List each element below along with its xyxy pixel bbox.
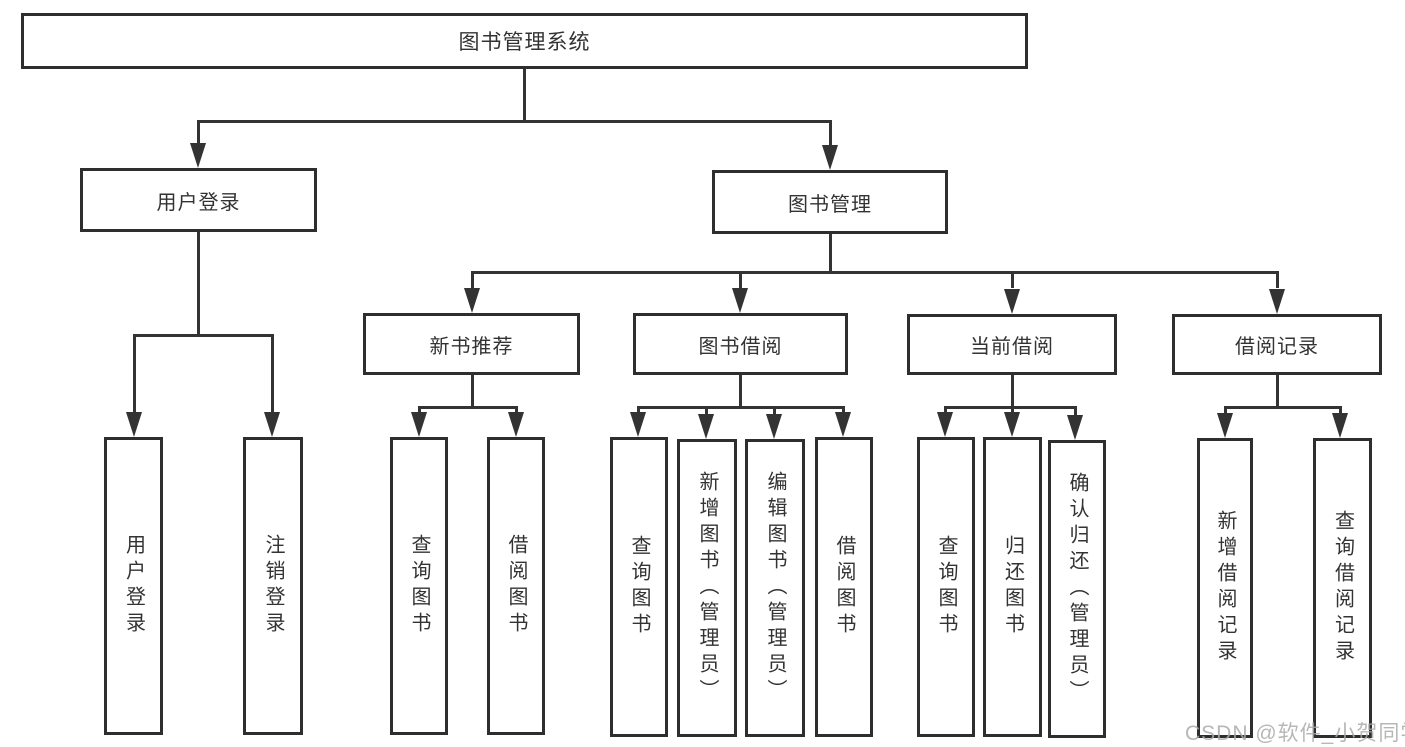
node-book-mgmt: 图书管理 — [712, 170, 948, 234]
node-label: 新增图书（管理员） — [696, 471, 718, 705]
node-leaf-query-record: 查询借阅记录 — [1313, 438, 1372, 738]
node-label: 查询借阅记录 — [1331, 510, 1354, 666]
connector-bookmgmt-stem — [829, 234, 832, 274]
node-label: 注销登录 — [262, 534, 284, 638]
node-leaf-query-book-2: 查询图书 — [610, 437, 668, 737]
arrow-leaf-logout — [264, 412, 280, 437]
connector-drop-book-mgmt — [829, 120, 832, 156]
node-leaf-query-book-3: 查询图书 — [917, 437, 975, 737]
csdn-watermark: CSDN @软件_小贺同学 — [1185, 722, 1405, 745]
node-label: 用户登录 — [156, 191, 241, 214]
node-label: 借阅图书 — [505, 534, 527, 638]
node-leaf-borrow-book-2: 借阅图书 — [815, 437, 873, 737]
connector-drop-editbook — [773, 406, 776, 418]
connector-root-bar — [197, 120, 831, 123]
arrow-leaf-userlogin — [126, 412, 142, 437]
connector-newbookrec-bar — [418, 406, 518, 409]
connector-bookborrow-stem — [739, 375, 742, 408]
node-label: 新书推荐 — [429, 335, 514, 358]
arrow-addbook — [698, 414, 714, 439]
arrow-newbookrec — [464, 288, 480, 313]
node-leaf-add-book: 新增图书（管理员） — [677, 439, 737, 737]
node-leaf-return-book: 归还图书 — [983, 437, 1042, 737]
node-label: 归还图书 — [1001, 535, 1024, 639]
connector-currentborrow-bar — [944, 406, 1077, 409]
node-label: 图书管理 — [788, 193, 872, 216]
connector-newbookrec-stem — [471, 375, 474, 408]
node-new-book-rec: 新书推荐 — [363, 313, 580, 375]
connector-bookmgmt-bar — [471, 271, 1279, 274]
connector-drop-leaf-userlogin — [133, 334, 136, 412]
arrow-borrowbook2 — [835, 412, 851, 437]
arrow-bookborrow — [732, 288, 748, 313]
connector-drop-user-login — [197, 120, 200, 156]
node-leaf-query-book-1: 查询图书 — [390, 437, 448, 735]
node-label: 当前借阅 — [970, 336, 1054, 358]
connector-currentborrow-stem — [1011, 375, 1014, 408]
connector-drop-confirmreturn — [1074, 406, 1077, 418]
node-label: 图书借阅 — [698, 335, 783, 358]
arrow-borrowrecords — [1269, 289, 1285, 314]
node-label: 查询图书 — [628, 535, 650, 639]
connector-userlogin-stem — [197, 232, 200, 336]
node-label: 查询图书 — [408, 534, 430, 638]
node-leaf-borrow-book-1: 借阅图书 — [487, 437, 545, 735]
arrow-currentborrow — [1004, 289, 1020, 314]
arrow-returnbook — [1004, 412, 1020, 437]
connector-root-stem — [523, 69, 526, 122]
arrow-addrecord — [1217, 413, 1233, 438]
connector-drop-addbook — [705, 406, 708, 418]
node-label: 新增借阅记录 — [1214, 510, 1236, 666]
connector-drop-newbookrec — [471, 271, 474, 288]
node-user-login: 用户登录 — [80, 168, 317, 232]
arrow-confirmreturn — [1067, 415, 1083, 440]
connector-drop-borrowrecords — [1276, 271, 1279, 288]
connector-drop-queryrecord — [1339, 406, 1342, 418]
node-label: 查询图书 — [935, 535, 957, 639]
node-leaf-add-record: 新增借阅记录 — [1197, 438, 1253, 738]
connector-borrowrecords-bar — [1224, 406, 1341, 409]
arrow-editbook — [766, 414, 782, 439]
node-label: 图书管理系统 — [458, 31, 591, 54]
node-leaf-confirm-return: 确认归还（管理员） — [1048, 440, 1106, 738]
connector-drop-bookborrow — [739, 271, 742, 288]
arrow-book-mgmt — [822, 145, 838, 170]
connector-userlogin-bar — [133, 334, 274, 337]
arrow-querybook2 — [630, 412, 646, 437]
arrow-user-login — [190, 143, 206, 168]
connector-drop-addrecord — [1224, 406, 1227, 418]
node-label: 确认归还（管理员） — [1066, 472, 1088, 706]
node-book-borrow: 图书借阅 — [633, 313, 848, 375]
node-label: 借阅图书 — [833, 535, 855, 639]
node-label: 编辑图书（管理员） — [764, 471, 786, 705]
node-leaf-user-login: 用户登录 — [104, 437, 163, 735]
node-leaf-edit-book: 编辑图书（管理员） — [745, 439, 805, 737]
node-label: 用户登录 — [122, 534, 145, 638]
arrow-borrowbook1 — [508, 412, 524, 437]
node-library-system: 图书管理系统 — [21, 13, 1028, 69]
arrow-queryrecord — [1332, 413, 1348, 438]
node-label: 借阅记录 — [1235, 336, 1319, 358]
node-borrow-records: 借阅记录 — [1172, 314, 1382, 375]
arrow-querybook1 — [411, 412, 427, 437]
connector-drop-currentborrow — [1011, 271, 1014, 288]
node-leaf-logout: 注销登录 — [243, 437, 303, 735]
connector-drop-leaf-logout — [271, 334, 274, 412]
connector-bookborrow-bar — [637, 406, 844, 409]
node-current-borrow: 当前借阅 — [907, 314, 1117, 375]
arrow-querybook3 — [937, 412, 953, 437]
connector-borrowrecords-stem — [1276, 375, 1279, 408]
